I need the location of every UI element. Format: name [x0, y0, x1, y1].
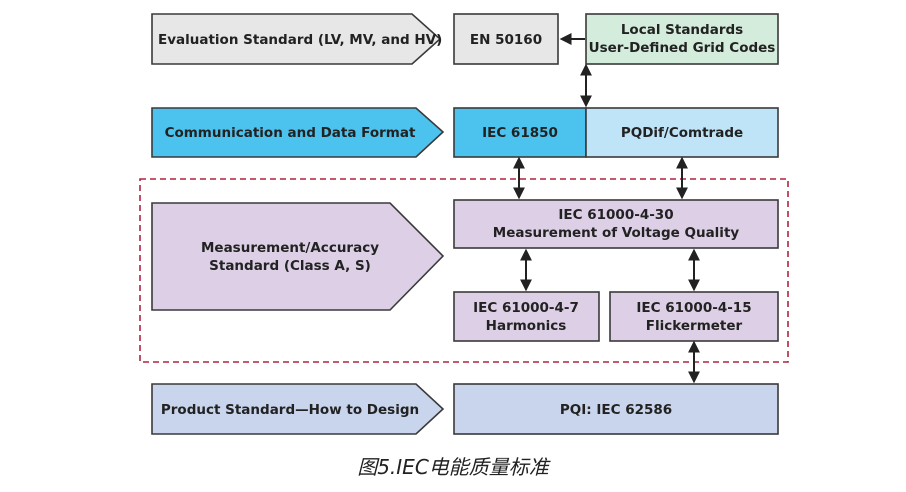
en-50160-box — [453, 13, 559, 65]
measurement-accuracy-arrow — [151, 202, 445, 311]
iec-61000-4-7-box — [453, 291, 600, 342]
iec-61000-4-7-label: IEC 61000-4-7 — [473, 300, 579, 316]
iec-61000-4-30-label: IEC 61000-4-30 — [558, 207, 673, 223]
iec-61000-4-30-box — [453, 199, 779, 249]
communication-arrow — [151, 107, 445, 158]
local-standards-box — [585, 13, 779, 65]
measurement-group-frame — [139, 178, 789, 363]
product-standard-label: Product Standard—How to Design — [161, 402, 419, 418]
pqdif-comtrade-box — [585, 107, 779, 158]
local-standards-label: Local Standards — [621, 22, 743, 38]
iec-61850-label: IEC 61850 — [482, 125, 558, 141]
voltage-quality-label: Measurement of Voltage Quality — [493, 225, 740, 241]
user-defined-grid-codes-label: User-Defined Grid Codes — [589, 40, 776, 56]
measurement-accuracy-label-line2: Standard (Class A, S) — [209, 258, 371, 274]
pqi-iec-62586-box — [453, 383, 779, 435]
iec-61000-4-15-label: IEC 61000-4-15 — [636, 300, 751, 316]
harmonics-label: Harmonics — [486, 318, 567, 334]
evaluation-standard-label: Evaluation Standard (LV, MV, and HV) — [158, 32, 442, 48]
en-50160-label: EN 50160 — [470, 32, 542, 48]
communication-label: Communication and Data Format — [165, 125, 416, 141]
pqi-iec-62586-label: PQI: IEC 62586 — [560, 402, 672, 418]
pqdif-comtrade-label: PQDif/Comtrade — [621, 125, 743, 141]
flickermeter-label: Flickermeter — [646, 318, 743, 334]
figure-caption: 图5.IEC电能质量标准 — [357, 455, 551, 479]
measurement-accuracy-label-line1: Measurement/Accuracy — [201, 240, 379, 256]
product-standard-arrow — [151, 383, 445, 435]
evaluation-standard-arrow — [151, 13, 442, 65]
